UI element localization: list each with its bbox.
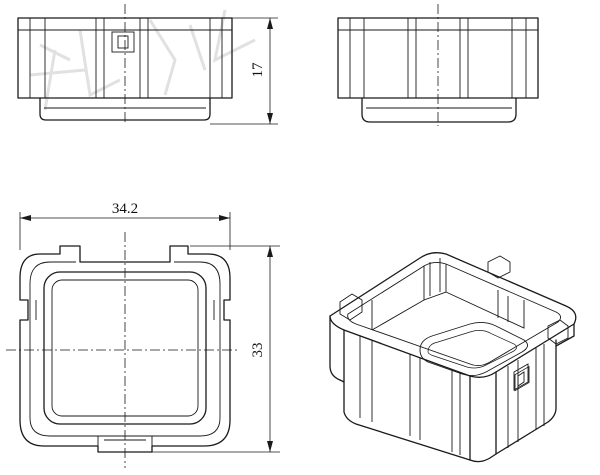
depth-dimension: 33 bbox=[152, 245, 280, 453]
isometric-view bbox=[329, 252, 577, 463]
depth-dimension-label: 33 bbox=[250, 343, 266, 358]
height-dimension-label: 17 bbox=[250, 62, 266, 78]
width-dimension: 34.2 bbox=[19, 201, 231, 250]
top-view bbox=[6, 232, 238, 468]
front-view bbox=[17, 4, 233, 124]
side-view bbox=[337, 4, 539, 126]
watermark bbox=[29, 9, 256, 111]
height-dimension: 17 bbox=[210, 17, 278, 125]
width-dimension-label: 34.2 bbox=[112, 201, 138, 217]
